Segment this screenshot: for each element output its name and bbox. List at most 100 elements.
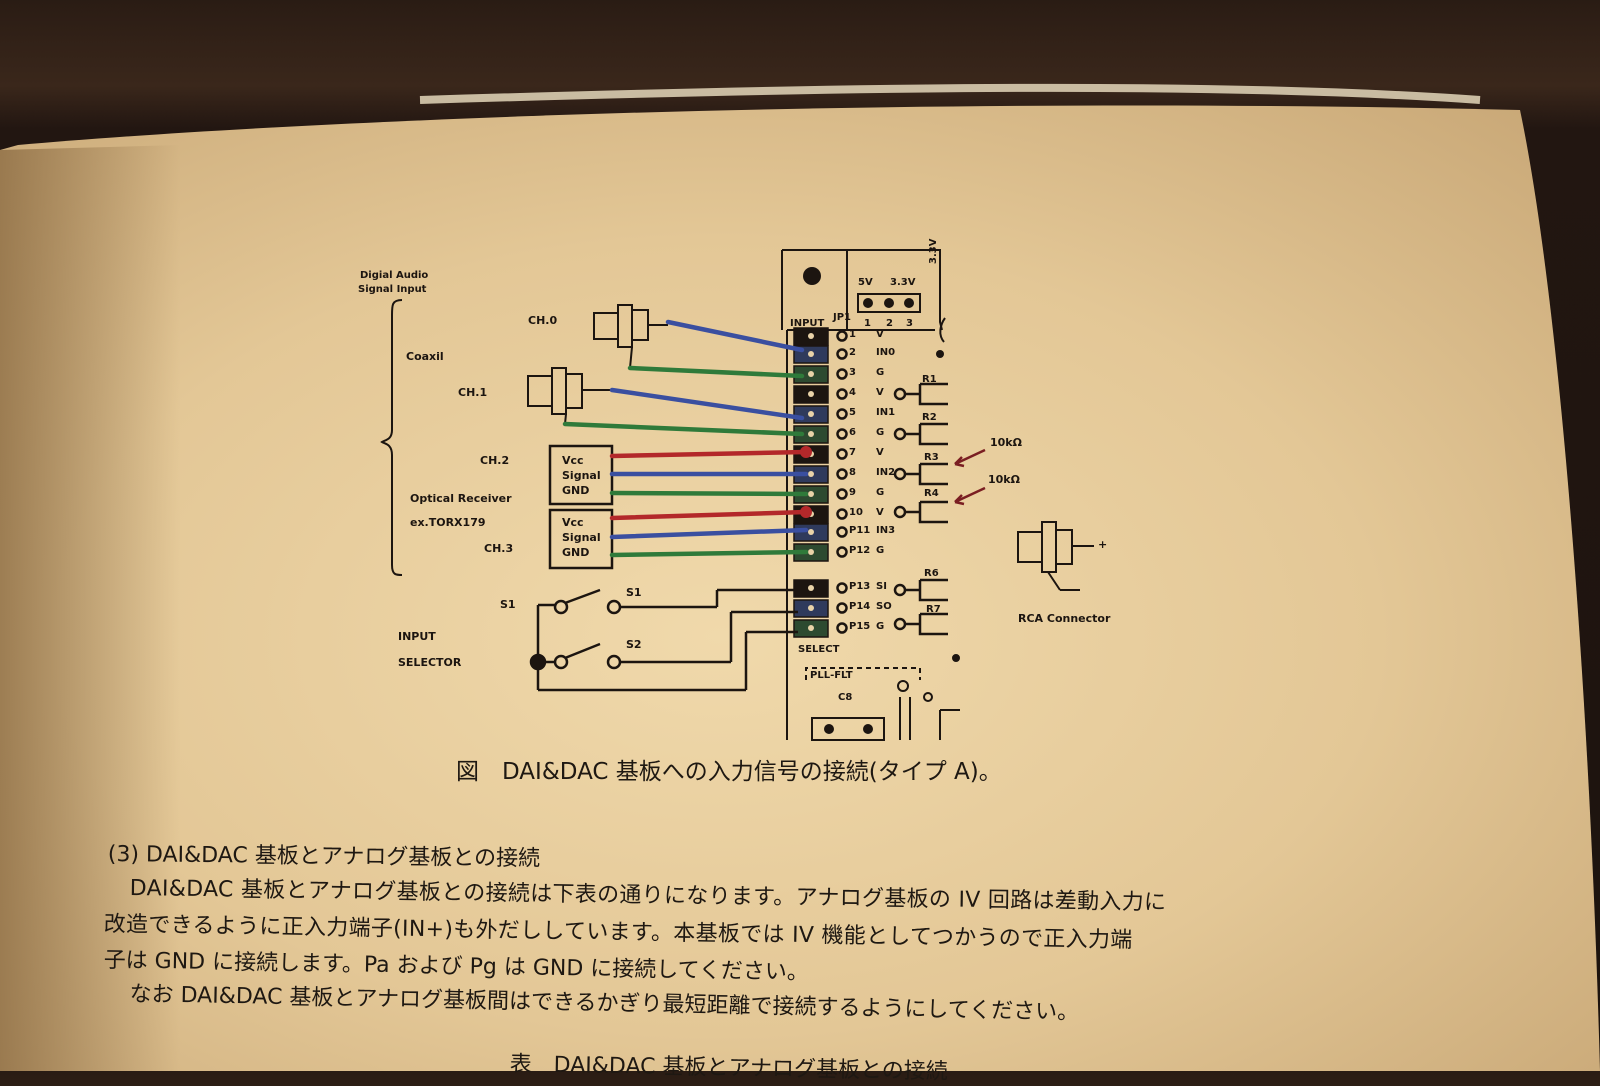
board-input-label: INPUT (790, 318, 825, 329)
ch3-label: CH.3 (484, 542, 514, 555)
s1-label: S1 (626, 586, 642, 599)
pin-number: P13 (849, 581, 871, 592)
pin-name: G (876, 621, 885, 632)
pin-hole (808, 371, 814, 377)
receiver-ch2-signal: Signal (562, 469, 601, 482)
jp1-header (857, 293, 946, 358)
pin-name: V (876, 447, 884, 458)
resistor-r6: R6 (924, 568, 939, 579)
pin-pad (836, 408, 848, 420)
pin-pad (836, 488, 848, 500)
resistor-outline (905, 382, 948, 406)
pin-pad (836, 622, 848, 634)
pll-filter-label: PLL-FLT (810, 670, 853, 681)
pin-number: 7 (849, 447, 856, 458)
pin-number: P11 (849, 525, 871, 536)
pin-name: SI (876, 581, 887, 592)
pin-pad (836, 448, 848, 460)
resistor-outline (905, 462, 948, 486)
wire-ch2-gnd (609, 490, 809, 497)
voltage-3v3-vertical: 3.3V (928, 238, 939, 264)
ch2-label: CH.2 (480, 454, 510, 467)
pin-hole (808, 549, 814, 555)
jp-number-1: 1 (864, 318, 871, 329)
wire-ch2-vcc (609, 449, 809, 459)
wire-end-dots (800, 446, 812, 518)
pin-hole (808, 431, 814, 437)
resistor-r7: R7 (926, 604, 941, 615)
input-selector-line-2: SELECTOR (398, 656, 462, 669)
diagram-heading-line-1: Digial Audio (360, 270, 429, 281)
wire-ch0-ground (627, 365, 805, 379)
resistor-value-arrows (954, 448, 986, 506)
wire-ch0-signal (665, 319, 805, 353)
coaxial-label: Coaxil (406, 350, 444, 363)
pin-number: 6 (849, 427, 856, 438)
pin-hole (808, 391, 814, 397)
rca-plus-sign: + (1098, 538, 1108, 551)
pin-name: V (876, 507, 884, 518)
pin-name: G (876, 487, 885, 498)
pin-number: 1 (849, 329, 856, 340)
pin-pad (836, 508, 848, 520)
resistor-r1: R1 (922, 374, 937, 385)
pin-hole (808, 625, 814, 631)
pin-pad (836, 468, 848, 480)
c8-label: C8 (838, 692, 853, 703)
pin-name: IN2 (876, 467, 896, 478)
pin-pad (836, 428, 848, 440)
pin-pad (836, 582, 848, 594)
wires (562, 319, 809, 558)
optical-example-label: ex.TORX179 (410, 516, 486, 529)
jp1-label: JP1 (833, 312, 852, 323)
pin-hole (808, 585, 814, 591)
rca-connector (1017, 521, 1094, 591)
pin-pad (836, 526, 848, 538)
pin-name: IN3 (876, 525, 896, 536)
resistor-outline (905, 422, 948, 446)
pin-number: 2 (849, 347, 856, 358)
pll-filter-area (805, 654, 960, 741)
resistor-r4: R4 (924, 488, 939, 499)
voltage-5v: 5V (858, 277, 873, 288)
receiver-ch2-vcc: Vcc (562, 454, 584, 467)
pin-hole (808, 351, 814, 357)
s1-left-label: S1 (500, 598, 516, 611)
ch1-label: CH.1 (458, 386, 488, 399)
resistor-outline (905, 612, 948, 636)
resistor-value-r4: 10kΩ (988, 473, 1020, 486)
pin-hole (808, 491, 814, 497)
coax-connector-ch0 (593, 304, 668, 369)
receiver-ch3-vcc: Vcc (562, 516, 584, 529)
wire-ch3-signal (609, 527, 809, 540)
resistor-outline (905, 500, 948, 524)
pin-name: IN0 (876, 347, 896, 358)
pin-pad (836, 546, 848, 558)
resistor-value-r3: 10kΩ (990, 436, 1022, 449)
diagram-heading-line-2: Signal Input (358, 284, 427, 295)
pin-name: V (876, 387, 884, 398)
pin-pad (836, 602, 848, 614)
receiver-ch2-gnd: GND (562, 484, 590, 497)
section-heading: (3) DAI&DAC 基板とアナログ基板との接続 (107, 841, 541, 872)
figure-caption: 図 DAI&DAC 基板への入力信号の接続(タイプ A)。 (456, 759, 1002, 785)
wire-ch1-ground (562, 421, 805, 437)
wire-ch1-signal (609, 387, 805, 421)
pin-name: SO (876, 601, 892, 612)
receiver-ch3-signal: Signal (562, 531, 601, 544)
receiver-ch3-gnd: GND (562, 546, 590, 559)
pin-number: P15 (849, 621, 871, 632)
ch0-label: CH.0 (528, 314, 558, 327)
optical-receiver-label: Optical Receiver (410, 492, 512, 505)
jp-number-2: 2 (886, 318, 893, 329)
pin-header (793, 327, 948, 638)
voltage-3v3: 3.3V (890, 277, 916, 288)
resistor-outline (905, 578, 948, 602)
jp-number-3: 3 (906, 318, 913, 329)
table-title: 表 DAI&DAC 基板とアナログ基板との接続 (509, 1051, 949, 1085)
pin-number: 3 (849, 367, 856, 378)
pin-name: G (876, 545, 885, 556)
pin-number: 10 (849, 507, 863, 518)
